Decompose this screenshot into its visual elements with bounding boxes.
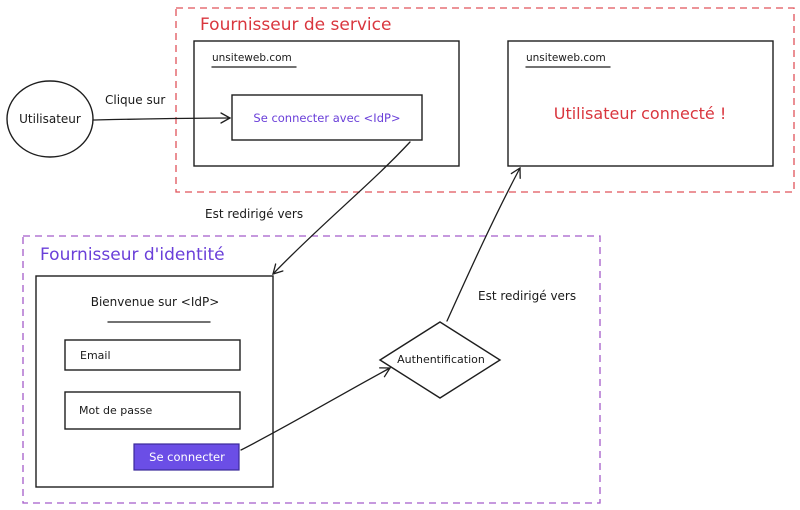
email-field[interactable] xyxy=(64,339,241,371)
password-field[interactable] xyxy=(64,391,241,430)
sso-login-button[interactable]: Se connecter avec <IdP> xyxy=(231,94,423,141)
flow-edges: Clique sur Est redirigé vers Est redirig… xyxy=(92,93,576,451)
website-domain: unsiteweb.com xyxy=(526,52,606,64)
arrow-submit-to-auth xyxy=(240,367,392,451)
authentication-label: Authentification xyxy=(397,353,485,366)
service-provider-title: Fournisseur de service xyxy=(200,15,391,35)
connected-message: Utilisateur connecté ! xyxy=(554,104,727,123)
sso-button-label[interactable]: Se connecter avec <IdP> xyxy=(253,111,400,125)
authentication-step: Authentification xyxy=(378,321,502,399)
email-field-label: Email xyxy=(80,349,111,362)
arrow-auth-to-sp xyxy=(446,166,521,322)
edge-label-redirect-sp: Est redirigé vers xyxy=(478,289,576,303)
authentication-diamond xyxy=(378,321,502,399)
user-label: Utilisateur xyxy=(19,112,81,126)
submit-button-frame[interactable] xyxy=(133,443,240,471)
sso-button-frame[interactable] xyxy=(231,94,423,141)
arrow-sp-to-idp xyxy=(272,141,411,275)
edge-label-redirect-idp: Est redirigé vers xyxy=(205,207,303,221)
user-circle xyxy=(6,80,94,158)
login-form-window: Bienvenue sur <IdP> Email Mot de passe S… xyxy=(35,275,274,488)
user-node: Utilisateur xyxy=(6,80,94,158)
submit-button[interactable]: Se connecter xyxy=(133,443,240,471)
website-window-login: unsiteweb.com Se connecter avec <IdP> xyxy=(193,40,460,167)
identity-provider-title: Fournisseur d'identité xyxy=(40,245,225,265)
identity-provider-group: Fournisseur d'identité Bienvenue sur <Id… xyxy=(22,235,601,504)
website-window-logged-in: unsiteweb.com Utilisateur connecté ! xyxy=(507,40,774,167)
website-domain: unsiteweb.com xyxy=(212,52,292,64)
service-provider-boundary xyxy=(175,7,795,193)
submit-button-label[interactable]: Se connecter xyxy=(149,450,225,464)
website-frame xyxy=(507,40,774,167)
welcome-text: Bienvenue sur <IdP> xyxy=(91,295,220,309)
password-field-label: Mot de passe xyxy=(79,404,152,417)
edge-label-click: Clique sur xyxy=(105,93,165,107)
service-provider-group: Fournisseur de service unsiteweb.com Se … xyxy=(175,7,795,193)
arrow-user-to-sso-button xyxy=(92,112,232,124)
